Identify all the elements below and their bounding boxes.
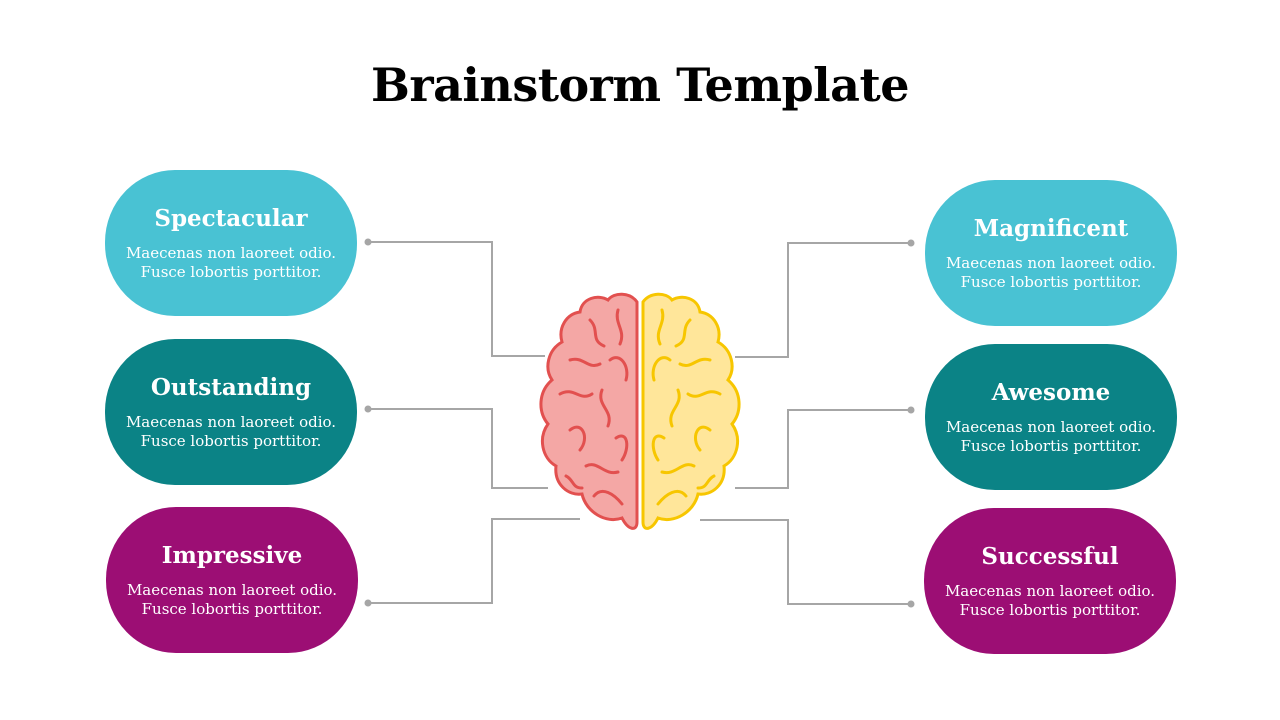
connector-successful bbox=[700, 519, 911, 605]
idea-text-line: Maecenas non laoreet odio. bbox=[945, 253, 1157, 272]
brain-icon bbox=[539, 292, 741, 530]
connector-dot bbox=[364, 599, 372, 607]
idea-box-successful: Successful Maecenas non laoreet odio. Fu… bbox=[924, 508, 1176, 654]
idea-text-line: Fusce lobortis porttitor. bbox=[960, 272, 1142, 291]
idea-text-line: Fusce lobortis porttitor. bbox=[959, 600, 1141, 619]
idea-title: Impressive bbox=[161, 541, 303, 569]
idea-box-magnificent: Magnificent Maecenas non laoreet odio. F… bbox=[925, 180, 1177, 326]
idea-text-line: Fusce lobortis porttitor. bbox=[141, 599, 323, 618]
idea-text-line: Fusce lobortis porttitor. bbox=[960, 436, 1142, 455]
idea-title: Successful bbox=[981, 542, 1119, 570]
idea-text-line: Maecenas non laoreet odio. bbox=[125, 412, 337, 431]
idea-title: Outstanding bbox=[150, 373, 312, 401]
connector-magnificent bbox=[735, 242, 911, 358]
idea-text-line: Fusce lobortis porttitor. bbox=[140, 262, 322, 281]
idea-title: Spectacular bbox=[154, 204, 308, 232]
connector-dot bbox=[907, 406, 915, 414]
idea-text-line: Maecenas non laoreet odio. bbox=[125, 243, 337, 262]
connector-spectacular bbox=[368, 241, 545, 357]
idea-title: Awesome bbox=[991, 378, 1111, 406]
brain-right-hemisphere bbox=[641, 292, 741, 530]
idea-title: Magnificent bbox=[973, 214, 1129, 242]
connector-outstanding bbox=[368, 408, 548, 489]
connector-dot bbox=[907, 239, 915, 247]
idea-box-awesome: Awesome Maecenas non laoreet odio. Fusce… bbox=[925, 344, 1177, 490]
connector-awesome bbox=[735, 409, 911, 489]
connector-dot bbox=[907, 600, 915, 608]
page-title: Brainstorm Template bbox=[371, 58, 909, 112]
idea-text-line: Maecenas non laoreet odio. bbox=[945, 417, 1157, 436]
connector-impressive bbox=[368, 518, 580, 604]
idea-box-spectacular: Spectacular Maecenas non laoreet odio. F… bbox=[105, 170, 357, 316]
idea-text-line: Maecenas non laoreet odio. bbox=[944, 581, 1156, 600]
idea-box-impressive: Impressive Maecenas non laoreet odio. Fu… bbox=[106, 507, 358, 653]
brain-left-hemisphere bbox=[539, 292, 639, 530]
connector-dot bbox=[364, 405, 372, 413]
idea-text-line: Fusce lobortis porttitor. bbox=[140, 431, 322, 450]
connector-dot bbox=[364, 238, 372, 246]
idea-box-outstanding: Outstanding Maecenas non laoreet odio. F… bbox=[105, 339, 357, 485]
idea-text-line: Maecenas non laoreet odio. bbox=[126, 580, 338, 599]
